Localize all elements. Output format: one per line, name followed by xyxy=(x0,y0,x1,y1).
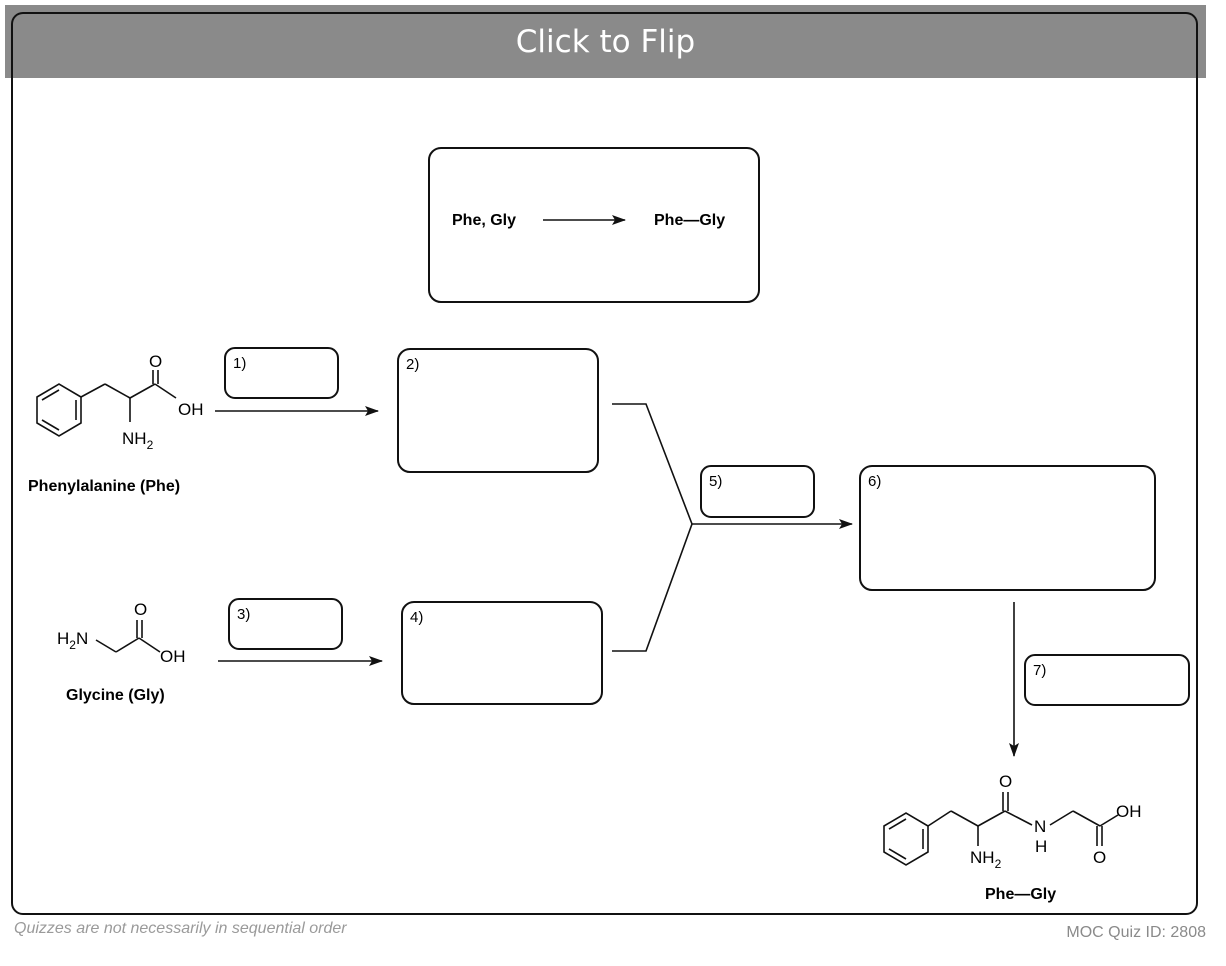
quiz-id: MOC Quiz ID: 2808 xyxy=(1066,924,1206,941)
dipeptide-structure xyxy=(883,792,1119,866)
product-label: Phe—Gly xyxy=(654,212,725,229)
step-2-label: 2) xyxy=(406,356,419,373)
step-box-3[interactable]: 3) xyxy=(228,598,343,650)
phe-amine: NH2 xyxy=(122,429,154,452)
phe-hydroxyl: OH xyxy=(178,400,204,419)
gly-name: Glycine (Gly) xyxy=(66,687,165,704)
step-box-5[interactable]: 5) xyxy=(700,465,815,518)
dipeptide-name: Phe—Gly xyxy=(985,886,1056,903)
step-5-label: 5) xyxy=(709,473,722,490)
step-7-label: 7) xyxy=(1033,662,1046,679)
phenylalanine-structure xyxy=(36,370,177,437)
step-1-label: 1) xyxy=(233,355,246,372)
phe-carbonyl-o: O xyxy=(149,352,162,371)
flip-label: Click to Flip xyxy=(515,23,696,60)
gly-hydroxyl: OH xyxy=(160,647,186,666)
step-box-4[interactable]: 4) xyxy=(401,601,603,705)
step-box-7[interactable]: 7) xyxy=(1024,654,1190,706)
dipeptide-amine: NH2 xyxy=(970,848,1002,871)
reactants-label: Phe, Gly xyxy=(452,212,516,229)
click-to-flip-button[interactable]: Click to Flip xyxy=(5,5,1206,78)
dipeptide-amide-h: H xyxy=(1035,837,1047,856)
converge-line-bottom xyxy=(612,523,693,652)
dipeptide-hydroxyl: OH xyxy=(1116,802,1142,821)
dipeptide-amide-n: N xyxy=(1034,817,1046,836)
reaction-summary-box: Phe, Gly Phe—Gly xyxy=(428,147,760,303)
converge-line-top xyxy=(612,403,693,525)
step-box-2[interactable]: 2) xyxy=(397,348,599,473)
flashcard[interactable] xyxy=(11,12,1198,915)
phe-name: Phenylalanine (Phe) xyxy=(28,478,180,495)
gly-carbonyl-o: O xyxy=(134,600,147,619)
step-3-label: 3) xyxy=(237,606,250,623)
gly-amine: H2N xyxy=(57,629,88,652)
dipeptide-acid-o: O xyxy=(1093,848,1106,867)
step-box-6[interactable]: 6) xyxy=(859,465,1156,591)
sequence-note: Quizzes are not necessarily in sequentia… xyxy=(14,920,347,937)
step-6-label: 6) xyxy=(868,473,881,490)
step-box-1[interactable]: 1) xyxy=(224,347,339,399)
glycine-structure xyxy=(95,620,161,653)
dipeptide-amide-o: O xyxy=(999,772,1012,791)
step-4-label: 4) xyxy=(410,609,423,626)
